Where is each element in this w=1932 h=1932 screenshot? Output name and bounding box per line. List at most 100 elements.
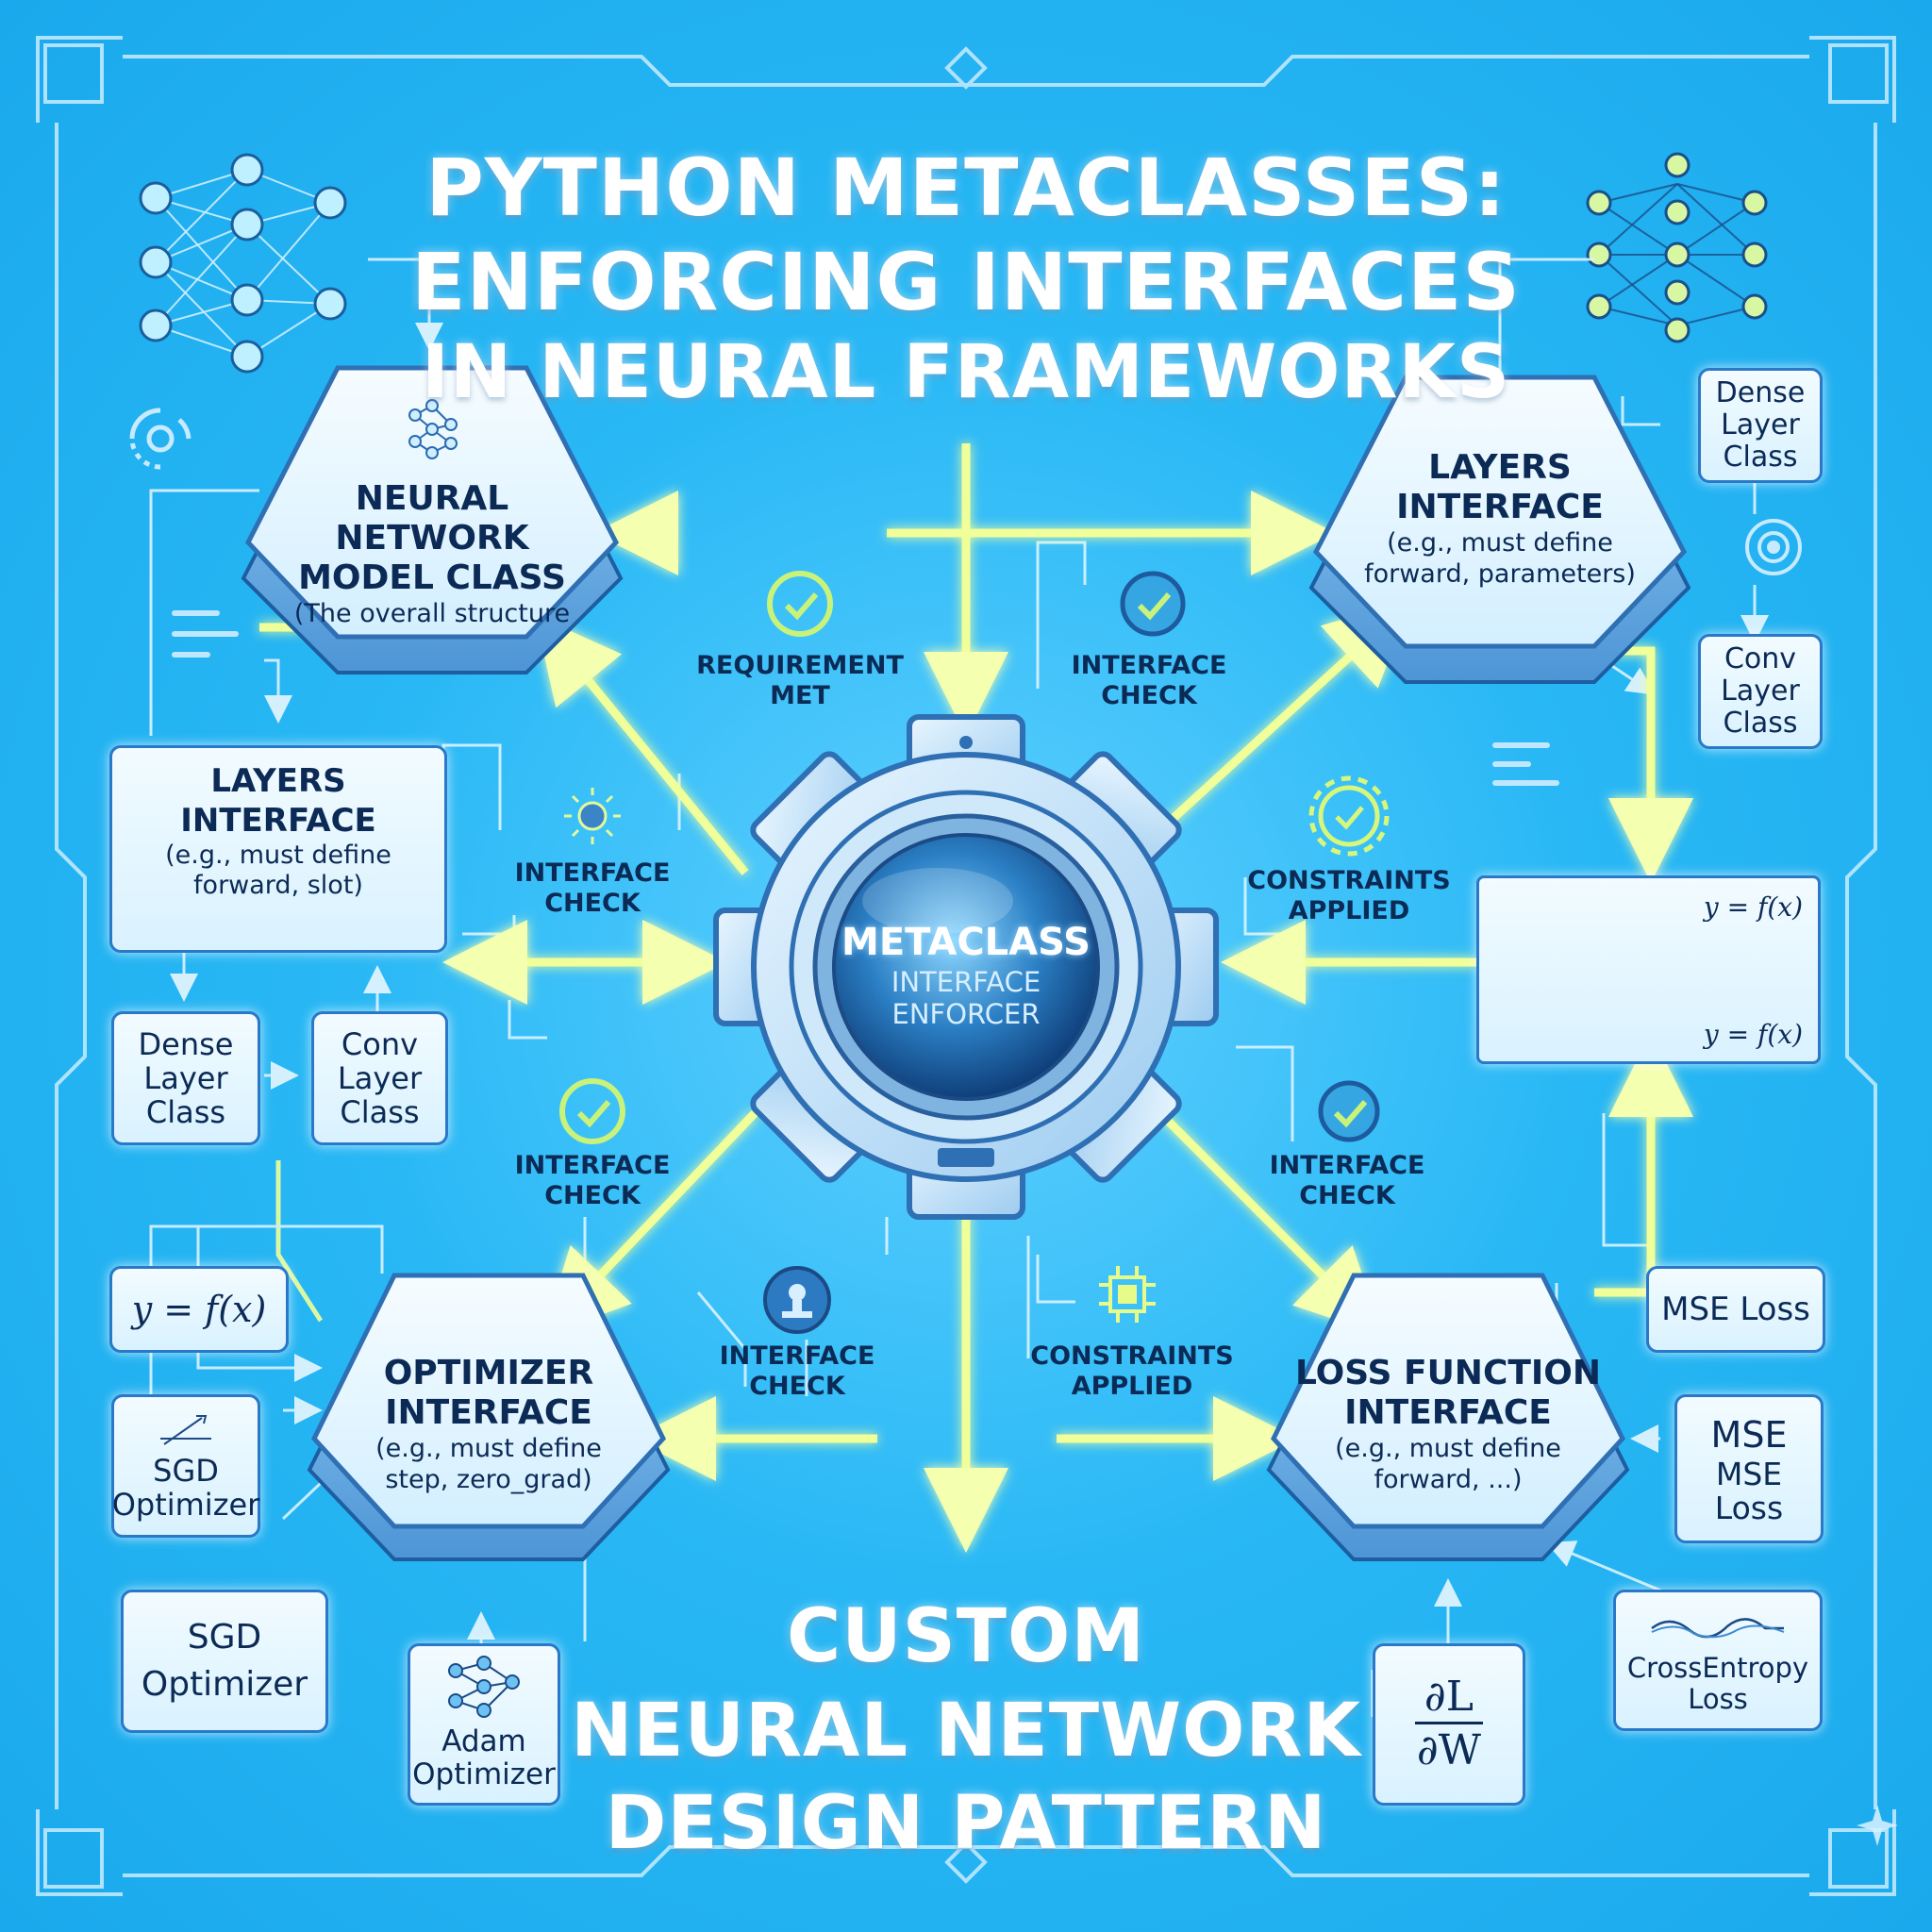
gradient-box: ∂L ∂W bbox=[1373, 1643, 1525, 1806]
tech-frame bbox=[36, 36, 1896, 1896]
hex-loss-desc-1: (e.g., must define bbox=[1335, 1434, 1561, 1463]
gradient-denominator: ∂W bbox=[1417, 1725, 1481, 1774]
crossentropy-2: Loss bbox=[1688, 1683, 1748, 1715]
mse-stack-3: Loss bbox=[1714, 1490, 1784, 1526]
conv-right-3: Class bbox=[1723, 707, 1798, 740]
label-cons-bottom-1: CONSTRAINTS bbox=[1030, 1341, 1234, 1371]
panel-title: LAYERS INTERFACE bbox=[180, 762, 376, 840]
sgd-small-2: Optimizer bbox=[111, 1487, 260, 1523]
chip-icon-constraints-bottom bbox=[1099, 1266, 1156, 1323]
title-line-1: PYTHON METACLASSES: bbox=[425, 142, 1507, 234]
dense-left-1: Dense bbox=[138, 1026, 234, 1062]
label-ic-bottom-2: CHECK bbox=[749, 1372, 845, 1401]
metaclass-gear bbox=[713, 714, 1219, 1220]
target-icon-left bbox=[129, 408, 192, 470]
mse-loss-box[interactable]: MSE Loss bbox=[1646, 1266, 1825, 1353]
conv-left-3: Class bbox=[340, 1094, 420, 1130]
mse-stack-2: MSE bbox=[1715, 1456, 1783, 1492]
check-icon-interface-check-lower-right bbox=[1318, 1080, 1380, 1142]
dense-right-3: Class bbox=[1723, 441, 1798, 474]
label-cons-right-1: CONSTRAINTS bbox=[1247, 866, 1451, 895]
panel-desc-2: forward, slot) bbox=[193, 871, 363, 900]
hex-optimizer-title-2: INTERFACE bbox=[385, 1393, 592, 1432]
label-requirement-met: REQUIREMENT MET bbox=[687, 651, 913, 711]
label-cons-bottom-2: APPLIED bbox=[1071, 1372, 1193, 1401]
hex-model-class bbox=[241, 365, 624, 675]
adam-1: Adam bbox=[441, 1724, 526, 1758]
crossentropy-1: CrossEntropy bbox=[1626, 1652, 1809, 1684]
hex-optimizer-interface bbox=[307, 1273, 671, 1561]
hex-loss-label: LOSS FUNCTION INTERFACE (e.g., must defi… bbox=[1278, 1354, 1618, 1495]
dense-left-2: Layer bbox=[143, 1060, 228, 1096]
target-icon-right bbox=[1745, 519, 1802, 575]
conv-left-2: Layer bbox=[337, 1060, 423, 1096]
sgd-optimizer-small[interactable]: SGD Optimizer bbox=[111, 1394, 260, 1538]
hex-loss-interface bbox=[1266, 1273, 1630, 1561]
sgd-small-1: SGD bbox=[153, 1453, 219, 1489]
core-subtitle-line-1: INTERFACE bbox=[891, 966, 1041, 998]
bottom-title-line-2: NEURAL NETWORK bbox=[571, 1689, 1361, 1774]
mse-stack-1: MSE bbox=[1710, 1414, 1788, 1456]
label-interface-check-lower-right: INTERFACE CHECK bbox=[1243, 1151, 1451, 1211]
conv-left-1: Conv bbox=[341, 1026, 419, 1062]
sparkle-icon bbox=[1857, 1805, 1898, 1846]
hex-optimizer-label: OPTIMIZER INTERFACE (e.g., must define s… bbox=[319, 1354, 658, 1495]
hex-optimizer-desc-2: step, zero_grad) bbox=[385, 1465, 592, 1494]
adam-2: Optimizer bbox=[412, 1757, 556, 1791]
equation-box-left: y = f(x) bbox=[109, 1266, 289, 1353]
dense-right-1: Dense bbox=[1715, 376, 1806, 409]
label-ic-ll-2: CHECK bbox=[544, 1181, 641, 1210]
gradient-numerator: ∂L bbox=[1415, 1673, 1483, 1724]
sgd-big-1: SGD bbox=[187, 1618, 262, 1657]
conv-right-2: Layer bbox=[1721, 675, 1800, 708]
panel-desc-1: (e.g., must define bbox=[165, 841, 391, 870]
label-ic-ll-1: INTERFACE bbox=[514, 1151, 671, 1180]
bottom-title-line-1: CUSTOM bbox=[787, 1594, 1145, 1679]
code-lines-right bbox=[1492, 742, 1559, 786]
network-panel-right: y = f(x) y = f(x) bbox=[1476, 875, 1821, 1064]
label-ic-top-1: INTERFACE bbox=[1071, 651, 1227, 680]
gear-check-icon-constraints bbox=[1308, 775, 1390, 857]
dense-layer-class-left[interactable]: Dense Layer Class bbox=[111, 1011, 260, 1145]
hex-layers-title-1: LAYERS bbox=[1428, 448, 1572, 487]
stamp-icon-interface-check-bottom bbox=[763, 1266, 831, 1334]
label-ic-lr-2: CHECK bbox=[1299, 1181, 1395, 1210]
hex-layers-label: LAYERS INTERFACE (e.g., must define forw… bbox=[1321, 448, 1679, 590]
hex-optimizer-desc-1: (e.g., must define bbox=[375, 1434, 602, 1463]
conv-layer-class-left[interactable]: Conv Layer Class bbox=[311, 1011, 448, 1145]
dense-layer-class-right[interactable]: Dense Layer Class bbox=[1698, 368, 1823, 483]
mse-stack-box[interactable]: MSE MSE Loss bbox=[1674, 1394, 1824, 1543]
wave-icon bbox=[1651, 1618, 1785, 1639]
label-ic-bottom-1: INTERFACE bbox=[719, 1341, 875, 1371]
hex-model-label: NEURAL NETWORK MODEL CLASS (The overall … bbox=[253, 479, 611, 629]
label-ic-lr-1: INTERFACE bbox=[1269, 1151, 1425, 1180]
hex-model-title-1: NEURAL NETWORK bbox=[335, 479, 529, 558]
check-icon-interface-check-lower-left bbox=[559, 1078, 625, 1144]
conv-layer-class-right[interactable]: Conv Layer Class bbox=[1698, 634, 1823, 749]
label-constraints-bottom: CONSTRAINTS APPLIED bbox=[1019, 1341, 1245, 1402]
neural-net-icon-top-right bbox=[1586, 152, 1768, 343]
label-constraints-right: CONSTRAINTS APPLIED bbox=[1236, 866, 1462, 926]
network-eq-bottom: y = f(x) bbox=[1703, 1019, 1803, 1050]
hex-layers-title-2: INTERFACE bbox=[1396, 488, 1604, 526]
network-icon-model-hex bbox=[408, 399, 458, 459]
hex-optimizer-title-1: OPTIMIZER bbox=[383, 1354, 594, 1392]
hex-layers-desc-1: (e.g., must define bbox=[1387, 528, 1613, 558]
label-requirement-met-2: MET bbox=[770, 681, 830, 710]
label-interface-check-lower-left: INTERFACE CHECK bbox=[489, 1151, 696, 1211]
trend-icon bbox=[160, 1415, 211, 1445]
hex-loss-title-2: INTERFACE bbox=[1344, 1393, 1552, 1432]
sgd-big-2: Optimizer bbox=[141, 1665, 308, 1704]
label-ic-top-2: CHECK bbox=[1101, 681, 1197, 710]
layers-interface-panel: LAYERS INTERFACE (e.g., must define forw… bbox=[109, 745, 447, 953]
core-subtitle: INTERFACE ENFORCER bbox=[777, 966, 1155, 1030]
check-icon-requirement-met bbox=[767, 571, 833, 637]
check-icon-interface-check-top bbox=[1120, 571, 1186, 637]
glow-arrows bbox=[259, 443, 1693, 1553]
crossentropy-loss-box[interactable]: CrossEntropy Loss bbox=[1613, 1590, 1823, 1731]
label-requirement-met-1: REQUIREMENT bbox=[696, 651, 904, 680]
sgd-optimizer-big[interactable]: SGD Optimizer bbox=[121, 1590, 328, 1733]
core-title: METACLASS bbox=[841, 921, 1091, 964]
adam-optimizer[interactable]: Adam Optimizer bbox=[408, 1643, 560, 1806]
